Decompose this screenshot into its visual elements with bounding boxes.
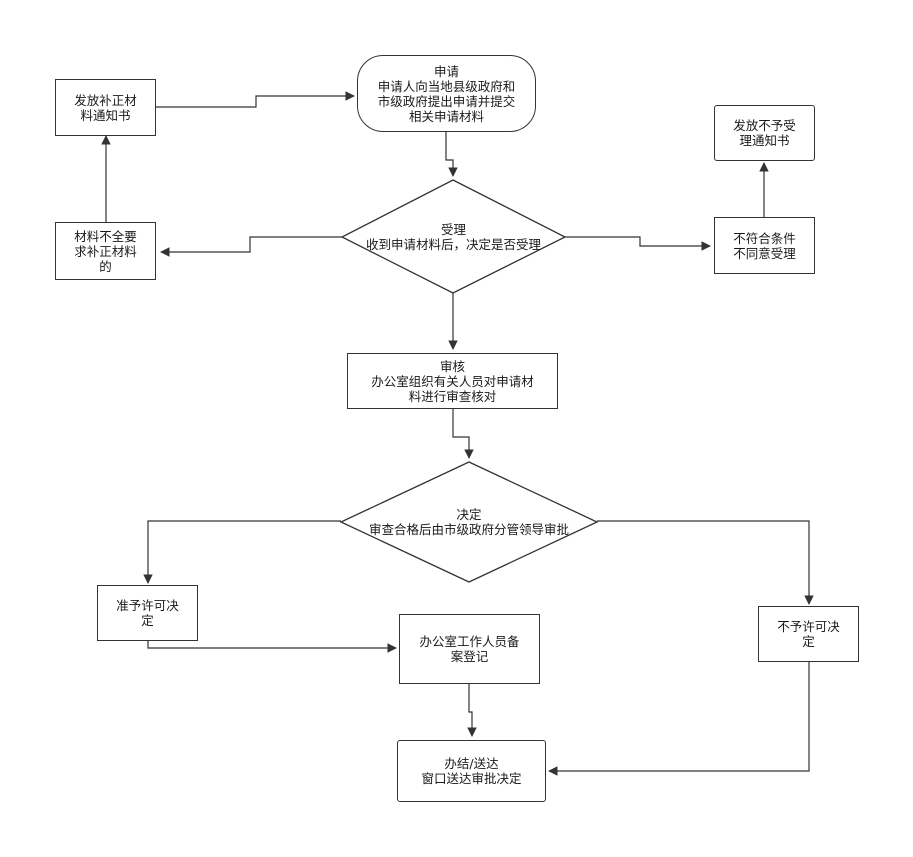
- not-meet-conditions-node: 不符合条件 不同意受理: [714, 217, 815, 274]
- apply-line-2: 申请人向当地县级政府和: [377, 78, 516, 94]
- apply-line-3: 市级政府提出申请并提交: [377, 93, 516, 109]
- issue-reject-notice-node: 发放不予受 理通知书: [714, 105, 815, 161]
- review-node: 审核 办公室组织有关人员对申请材 料进行审查核对: [347, 353, 558, 409]
- deliver-node: 办结/送达 窗口送达审批决定: [397, 740, 546, 802]
- approve-line-2: 定: [141, 613, 154, 628]
- deliver-line-2: 窗口送达审批决定: [421, 771, 522, 786]
- apply-node: 申请 申请人向当地县级政府和 市级政府提出申请并提交 相关申请材料: [357, 55, 536, 132]
- deny-decision-node: 不予许可决 定: [758, 606, 859, 662]
- issue-correction-line-2: 料通知书: [80, 107, 131, 123]
- apply-line-1: 申请: [433, 63, 459, 79]
- incomplete-line-2: 求补正材料: [74, 243, 137, 259]
- connector-review-to-decide: [452, 409, 474, 459]
- accept-line-2: 收到申请材料后，决定是否受理: [365, 237, 541, 252]
- connector-approve-to-filing: [147, 641, 397, 653]
- incomplete-line-1: 材料不全要: [74, 228, 137, 244]
- accept-label: 受理 收到申请材料后，决定是否受理: [342, 222, 565, 252]
- connector-accept-to-notmeet: [565, 236, 711, 251]
- apply-line-4: 相关申请材料: [408, 108, 484, 124]
- decide-line-2: 审查合格后由市级政府分管领导审批: [368, 522, 569, 537]
- issue-correction-line-1: 发放补正材: [74, 92, 137, 108]
- filing-registration-node: 办公室工作人员备 案登记: [399, 614, 540, 684]
- accept-line-1: 受理: [440, 222, 466, 237]
- deliver-line-1: 办结/送达: [444, 756, 499, 771]
- decide-decision-diamond: [339, 461, 599, 583]
- approve-decision-node: 准予许可决 定: [97, 585, 198, 641]
- issue-correction-notice-node: 发放补正材 料通知书: [55, 79, 156, 136]
- connector-apply-to-accept: [445, 132, 458, 177]
- issue-reject-line-2: 理通知书: [739, 133, 790, 148]
- decide-line-1: 决定: [456, 507, 482, 522]
- issue-reject-line-1: 发放不予受: [733, 118, 796, 133]
- connector-filing-to-deliver: [467, 684, 477, 737]
- review-line-1: 审核: [439, 358, 465, 374]
- connector-accept-to-incomplete: [160, 236, 342, 257]
- decide-label: 决定 审查合格后由市级政府分管领导审批: [341, 507, 597, 537]
- incomplete-materials-node: 材料不全要 求补正材料 的: [55, 222, 156, 280]
- connector-notice-to-apply: [156, 91, 355, 108]
- review-line-2: 办公室组织有关人员对申请材: [371, 373, 534, 389]
- not-meet-line-1: 不符合条件: [733, 230, 796, 246]
- incomplete-line-3: 的: [99, 258, 112, 274]
- approve-line-1: 准予许可决: [116, 598, 179, 613]
- filing-line-1: 办公室工作人员备: [419, 634, 520, 649]
- review-line-3: 料进行审查核对: [408, 388, 497, 404]
- deny-line-1: 不予许可决: [777, 619, 840, 634]
- connector-deny-to-deliver: [548, 662, 810, 776]
- connector-decide-to-approve: [143, 520, 341, 584]
- filing-line-2: 案登记: [450, 649, 489, 664]
- deny-line-2: 定: [802, 634, 815, 649]
- connector-decide-to-deny: [597, 520, 814, 605]
- not-meet-line-2: 不同意受理: [733, 245, 796, 261]
